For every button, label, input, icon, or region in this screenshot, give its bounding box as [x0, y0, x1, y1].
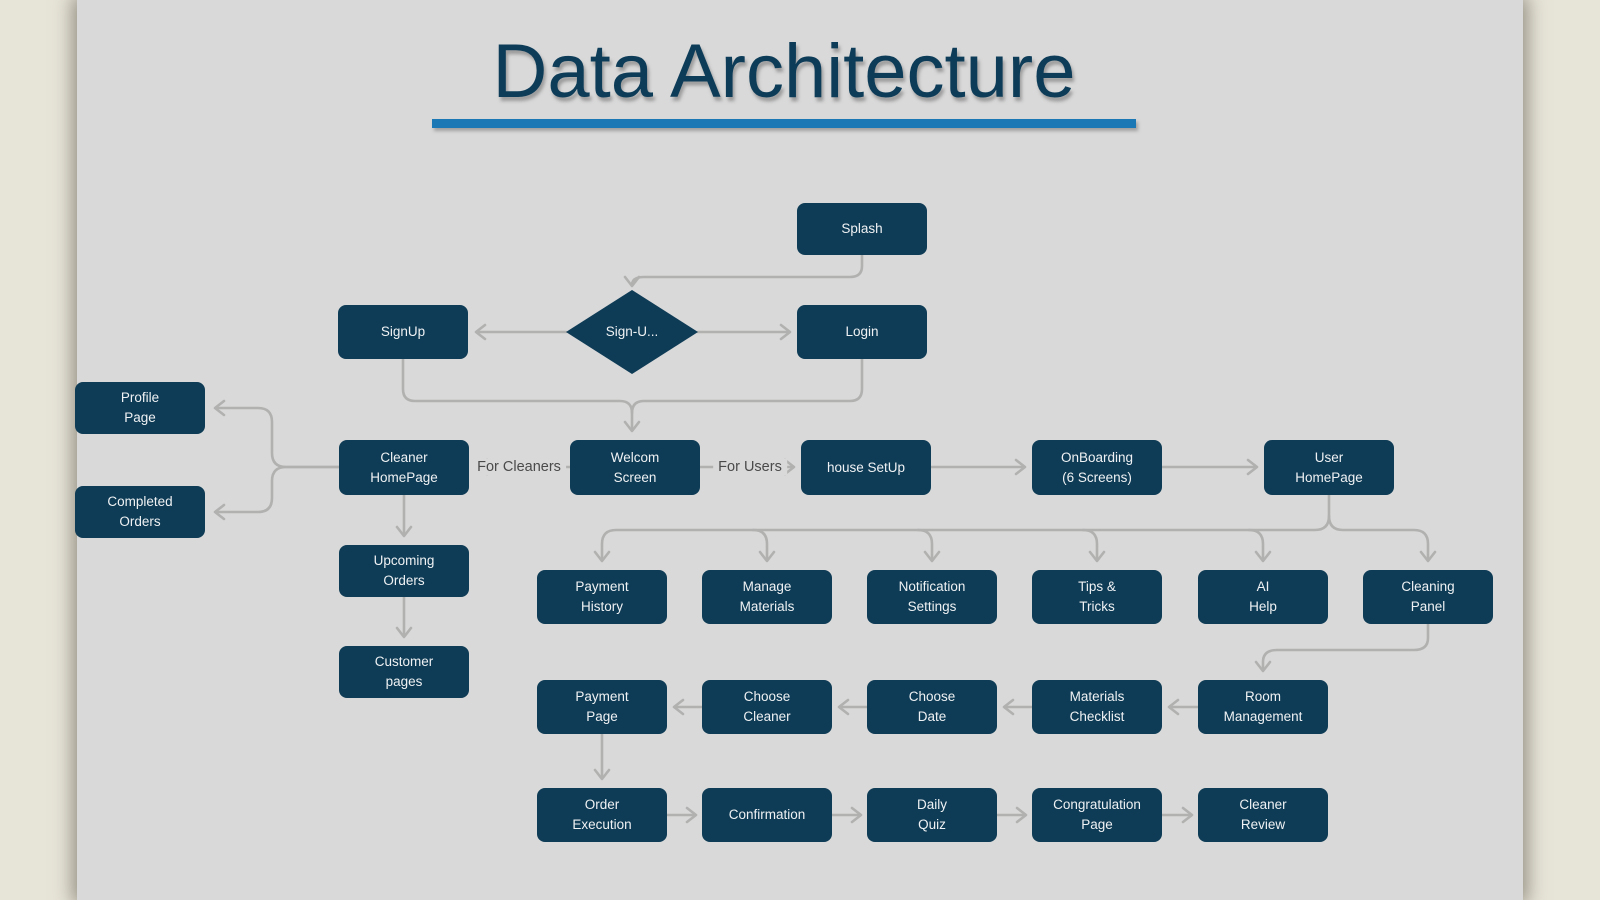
edge-user-homepage-to-notification-settings	[916, 528, 941, 563]
edge-user-homepage-to-cleaning-panel	[1327, 514, 1437, 563]
edge-splash-to-sign-u-decision	[623, 253, 864, 288]
node-room-management: Room Management	[1198, 680, 1328, 734]
node-cleaner-homepage: Cleaner HomePage	[339, 440, 469, 495]
node-ai-help: AI Help	[1198, 570, 1328, 624]
node-payment-page: Payment Page	[537, 680, 667, 734]
title-block: Data Architecture	[432, 28, 1136, 128]
node-notification-settings: Notification Settings	[867, 570, 997, 624]
edge-user-homepage-to-payment-history	[593, 493, 1331, 563]
page-title: Data Architecture	[492, 29, 1076, 114]
node-manage-materials: Manage Materials	[702, 570, 832, 624]
title-underline	[432, 119, 1136, 128]
edge-cleaner-homepage-to-completed-orders	[213, 465, 341, 521]
node-house-setup: house SetUp	[801, 440, 931, 495]
edge-cleaning-panel-to-room-management	[1254, 622, 1430, 673]
node-payment-history: Payment History	[537, 570, 667, 624]
edge-login-to-welcom-screen	[630, 357, 864, 415]
node-customer-pages: Customer pages	[339, 646, 469, 698]
node-upcoming-orders: Upcoming Orders	[339, 545, 469, 597]
node-signup: SignUp	[338, 305, 468, 359]
node-profile-page: Profile Page	[75, 382, 205, 434]
node-materials-checklist: Materials Checklist	[1032, 680, 1162, 734]
edge-user-homepage-to-ai-help	[1247, 528, 1272, 563]
edge-signup-to-welcom-screen	[401, 357, 641, 433]
node-order-execution: Order Execution	[537, 788, 667, 842]
edge-label-for-cleaners: For Cleaners	[472, 459, 566, 475]
node-completed-orders: Completed Orders	[75, 486, 205, 538]
edge-label-for-users: For Users	[713, 459, 787, 475]
node-choose-date: Choose Date	[867, 680, 997, 734]
edge-cleaner-homepage-to-profile-page	[213, 399, 341, 469]
node-choose-cleaner: Choose Cleaner	[702, 680, 832, 734]
edge-user-homepage-to-tips-tricks	[1081, 528, 1106, 563]
node-daily-quiz: Daily Quiz	[867, 788, 997, 842]
node-cleaning-panel: Cleaning Panel	[1363, 570, 1493, 624]
node-tips-tricks: Tips & Tricks	[1032, 570, 1162, 624]
node-welcom-screen: Welcom Screen	[570, 440, 700, 495]
node-cleaner-review: Cleaner Review	[1198, 788, 1328, 842]
node-login: Login	[797, 305, 927, 359]
edge-user-homepage-to-manage-materials	[751, 528, 776, 563]
node-user-homepage: User HomePage	[1264, 440, 1394, 495]
node-splash: Splash	[797, 203, 927, 255]
node-confirmation: Confirmation	[702, 788, 832, 842]
node-onboarding: OnBoarding (6 Screens)	[1032, 440, 1162, 495]
node-congratulation-page: Congratulation Page	[1032, 788, 1162, 842]
